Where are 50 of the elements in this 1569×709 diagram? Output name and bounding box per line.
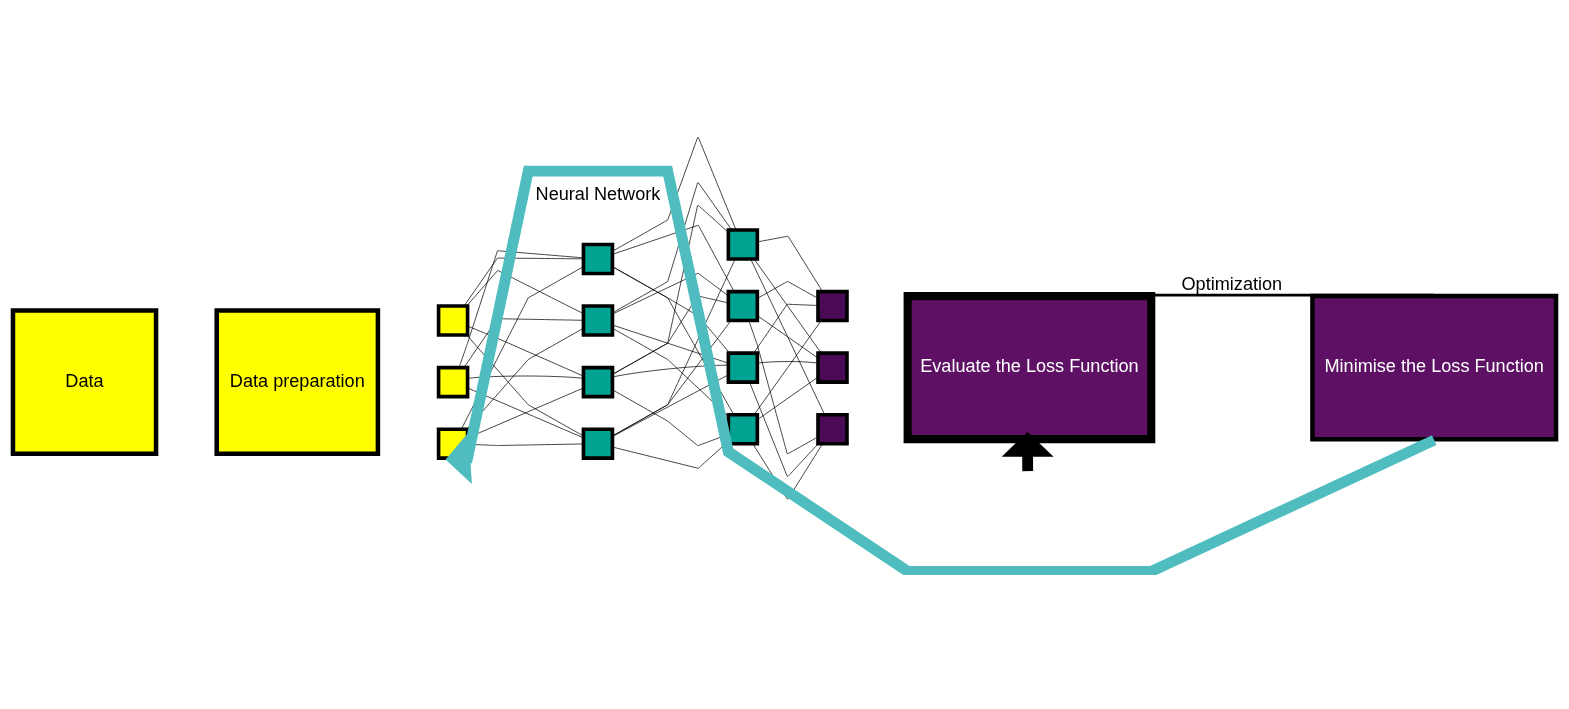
node-box: Data preparation: [214, 308, 381, 456]
node-box: [816, 289, 849, 323]
connector: [757, 281, 819, 299]
connector: [757, 376, 819, 420]
connector: [753, 258, 822, 354]
node-box: [726, 289, 760, 323]
connector: [612, 374, 729, 437]
connector: [749, 381, 819, 477]
connector: [612, 137, 737, 252]
connector: [467, 375, 584, 379]
arrow: [445, 165, 1437, 575]
node-box: Evaluate the Loss Function: [903, 292, 1156, 444]
node-box: [726, 228, 760, 261]
connector: [466, 270, 584, 314]
node-box: [726, 351, 760, 384]
connector: [748, 320, 819, 455]
node-box: [726, 412, 760, 446]
node-box: Minimise the Loss Function: [1310, 293, 1559, 442]
node-box: [436, 427, 470, 460]
node-box: Data: [10, 308, 159, 456]
connector: [612, 225, 735, 292]
label: Neural Network: [535, 184, 661, 205]
connector: [757, 361, 819, 364]
connector: [612, 364, 729, 378]
connector: [753, 320, 822, 415]
node-box: [581, 304, 615, 337]
node-box: [581, 365, 615, 399]
connector: [753, 303, 819, 354]
connector: [612, 295, 729, 375]
node-box: [436, 365, 470, 399]
connector: [612, 320, 732, 437]
connector: [612, 182, 732, 314]
connector: [612, 324, 729, 364]
connector: [467, 387, 584, 439]
arrow: [1001, 431, 1054, 473]
node-box: [816, 351, 849, 384]
connector: [463, 257, 584, 307]
connector: [612, 258, 736, 437]
connector: [757, 315, 819, 359]
connector: [612, 205, 729, 375]
node-box: [816, 412, 849, 446]
edge-label: Optimization: [1181, 273, 1283, 294]
connector: [612, 327, 729, 417]
node-box: [581, 242, 615, 276]
connector: [750, 258, 825, 415]
connector: [612, 273, 729, 315]
node-box: [581, 427, 615, 460]
connector: [757, 235, 823, 292]
connector: [467, 325, 584, 377]
node-box: [436, 304, 470, 337]
